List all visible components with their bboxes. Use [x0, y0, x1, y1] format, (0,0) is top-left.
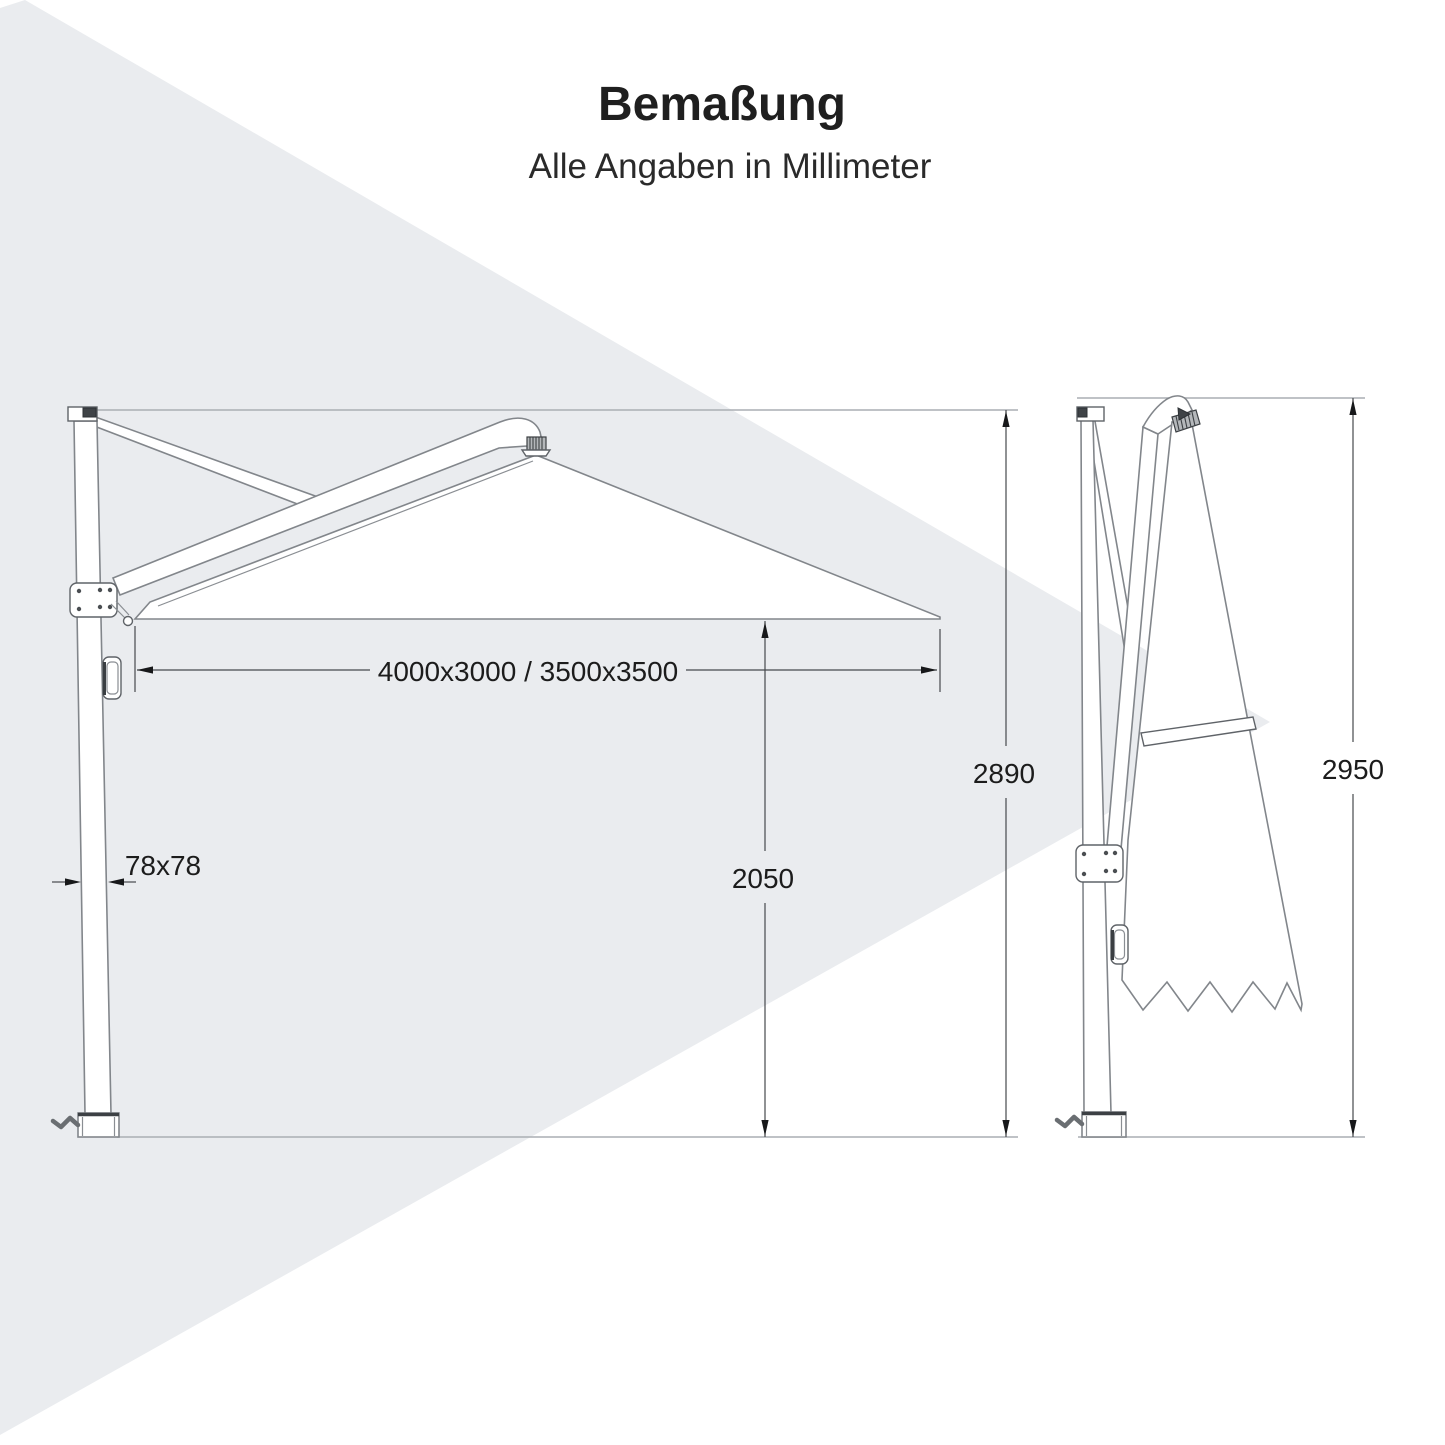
page-title: Bemaßung — [598, 78, 846, 131]
open-umbrella-view — [50, 406, 1018, 1138]
closed-height-label: 2950 — [1322, 754, 1384, 785]
pole-top-cap-dark — [82, 407, 97, 418]
dimension-span: 4000x3000 / 3500x3500 — [134, 626, 941, 692]
span-dimension-label: 4000x3000 / 3500x3500 — [378, 656, 679, 687]
base-plate-closed — [1054, 1111, 1127, 1138]
cantilever-arm — [111, 417, 543, 597]
crank-handle — [102, 656, 122, 700]
dimension-pole-profile: 78x78 — [52, 850, 201, 886]
canopy-open — [133, 454, 941, 620]
pole-profile-label: 78x78 — [125, 850, 201, 881]
base-pedal — [50, 1115, 81, 1130]
canopy-strap — [1140, 716, 1257, 747]
clearance-height-label: 2050 — [732, 863, 794, 894]
arm-joint-plate-closed — [1075, 844, 1124, 883]
canopy-closed — [1121, 421, 1303, 1014]
arm-elbow-closed — [1141, 395, 1194, 435]
canopy-hub — [520, 436, 552, 457]
dimension-clearance: 2050 — [732, 621, 794, 1137]
pole-top-cap-dark-closed — [1077, 407, 1088, 418]
canopy-corner-link — [110, 600, 134, 627]
open-height-label: 2890 — [973, 758, 1035, 789]
canopy-fabric-edge — [157, 460, 534, 607]
base-pedal-closed — [1054, 1114, 1085, 1129]
dimension-closed-height: 2950 — [1322, 398, 1384, 1137]
closed-umbrella-view — [1054, 395, 1365, 1138]
canopy-hub-closed — [1171, 407, 1201, 433]
base-plate — [50, 1112, 120, 1138]
crank-handle-closed — [1110, 924, 1129, 965]
watermark-wedge — [0, 0, 1270, 1435]
arm-joint-plate — [69, 582, 118, 618]
page-subtitle: Alle Angaben in Millimeter — [529, 147, 932, 186]
dimension-open-height: 2890 — [973, 410, 1035, 1137]
